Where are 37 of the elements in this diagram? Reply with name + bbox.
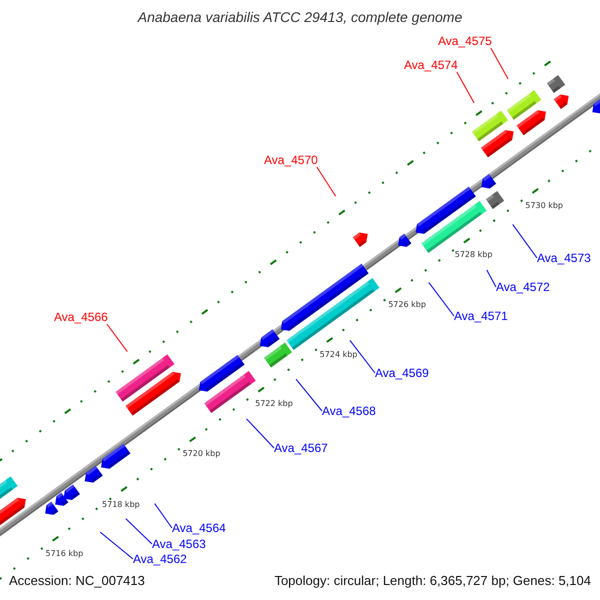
scale-label: 5720 kbp <box>182 449 220 460</box>
gene-label: Ava_4564 <box>172 521 226 535</box>
scale-label: 5718 kbp <box>102 500 140 510</box>
gene-label: Ava_4568 <box>322 404 376 418</box>
leader-line <box>154 503 172 528</box>
gene-label: Ava_4562 <box>133 552 187 566</box>
gene-label: Ava_4570 <box>264 153 318 167</box>
gene-label: Ava_4569 <box>375 366 429 380</box>
scale-label: 5730 kbp <box>525 200 563 211</box>
leader-line <box>246 418 274 448</box>
gene-label: Ava_4574 <box>404 58 458 72</box>
leader-line <box>316 166 336 197</box>
title: Anabaena variabilis ATCC 29413, complete genome <box>136 9 464 25</box>
leader-line <box>428 282 454 316</box>
gene-label: Ava_4566 <box>54 310 108 324</box>
leader-line <box>349 340 376 374</box>
leader-line <box>100 532 134 560</box>
gene-label: Ava_4563 <box>152 537 206 551</box>
gene-label: Ava_4571 <box>454 309 508 323</box>
leader-line <box>456 72 475 104</box>
gene-label: Ava_4567 <box>274 441 328 455</box>
leader-line <box>512 224 538 258</box>
gene-label: Ava_4573 <box>537 251 591 265</box>
leader-line <box>486 270 496 288</box>
leader-line <box>296 378 322 412</box>
accession-text: Accession: NC_007413 <box>9 573 145 589</box>
genome-summary-text: Topology: circular; Length: 6,365,727 bp; Genes: 5,104 <box>274 573 591 589</box>
leader-line <box>490 48 509 80</box>
gene-label: Ava_4575 <box>438 34 492 48</box>
scale-label: 5716 kbp <box>45 548 84 559</box>
leader-line <box>106 324 128 352</box>
leader-line <box>125 518 152 544</box>
scale-label: 5726 kbp <box>388 300 426 310</box>
gene-label: Ava_4572 <box>496 280 550 294</box>
scale-label: 5722 kbp <box>255 398 293 409</box>
scale-label: 5728 kbp <box>454 250 492 260</box>
scale-label: 5724 kbp <box>320 350 358 360</box>
